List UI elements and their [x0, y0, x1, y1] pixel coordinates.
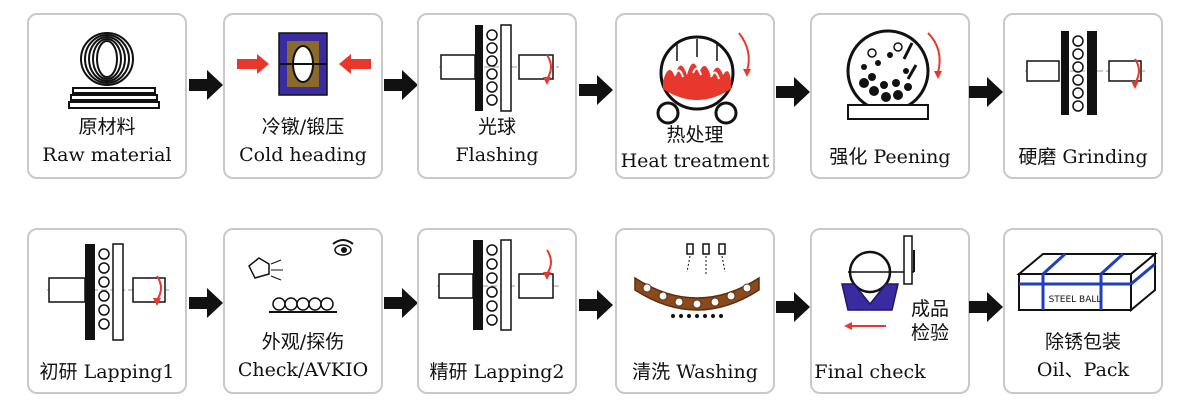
step-card-check-avkio: 外观/探伤 Check/AVKIO — [223, 228, 383, 394]
grinding-plates-icon — [1025, 31, 1145, 115]
step-label-zh: 热处理 — [666, 124, 724, 146]
step-label-en: Heat treatment — [620, 150, 770, 172]
arrow-right-icon — [776, 77, 810, 107]
step-label-zh: 除锈包装 — [1044, 331, 1121, 353]
step-label-zh: 初研 — [39, 361, 78, 383]
box-label: STEEL BALL — [1049, 295, 1102, 305]
step-card-peening: 强化 Peening — [810, 13, 970, 179]
final-check-note: 成品 检验 — [911, 297, 949, 345]
step-label-en: Oil、Pack — [1036, 359, 1130, 381]
step-label-en: Lapping1 — [83, 361, 175, 383]
step-card-grinding: 硬磨 Grinding — [1003, 13, 1163, 179]
step-card-oil-pack: STEEL BALL 除锈包装 Oil、Pack — [1003, 228, 1163, 394]
arrow-right-icon — [189, 70, 223, 100]
arrow-right-icon — [969, 292, 1003, 322]
lapping-plates-icon — [437, 239, 559, 331]
step-label-zh: 光球 — [477, 116, 516, 138]
arrow-right-icon — [384, 288, 418, 318]
step-label-en: Final check — [814, 361, 926, 383]
step-label-zh: 硬磨 — [1018, 146, 1057, 168]
inspection-camera-icon — [248, 239, 354, 313]
arrow-right-icon — [579, 290, 613, 320]
steel-ball-box-icon: STEEL BALL — [1016, 251, 1158, 313]
peening-drum-icon — [846, 29, 942, 120]
step-label-en: Check/AVKIO — [237, 359, 369, 381]
step-label-zh: 原材料 — [78, 116, 136, 138]
washing-conveyor-icon — [634, 243, 760, 318]
arrow-right-icon — [579, 75, 613, 105]
step-card-heat-treatment: 热处理 Heat treatment — [615, 13, 775, 179]
arrow-right-icon — [384, 70, 418, 100]
step-card-lapping2: 精研 Lapping2 — [417, 228, 577, 394]
gauge-check-icon — [841, 235, 915, 330]
final-check-note-line2: 检验 — [911, 322, 950, 344]
furnace-drum-icon — [656, 32, 751, 125]
step-card-lapping1: 初研 Lapping1 — [27, 228, 187, 394]
step-label-en: Grinding — [1062, 146, 1148, 168]
step-label-en: Lapping2 — [473, 361, 565, 383]
step-label-en: Washing — [676, 361, 758, 383]
arrow-right-icon — [969, 77, 1003, 107]
step-label-en: Raw material — [42, 144, 172, 166]
cold-heading-die-icon — [237, 32, 371, 96]
step-label-en: Flashing — [455, 144, 539, 166]
step-card-final-check: Final check — [810, 228, 970, 394]
arrow-right-icon — [189, 288, 223, 318]
step-label-zh: 冷镦/锻压 — [261, 116, 345, 138]
step-label-zh: 外观/探伤 — [261, 331, 345, 353]
step-label-zh: 清洗 — [632, 361, 671, 383]
step-card-washing: 清洗 Washing — [615, 228, 775, 394]
flashing-plates-icon — [439, 24, 559, 112]
lapping-plates-icon — [47, 243, 169, 341]
step-card-flashing: 光球 Flashing — [417, 13, 577, 179]
step-card-raw-material: 原材料 Raw material — [27, 13, 187, 179]
step-card-cold-heading: 冷镦/锻压 Cold heading — [223, 13, 383, 179]
step-label-en: Peening — [873, 146, 951, 168]
step-label-zh: 强化 — [829, 146, 868, 168]
step-label-en: Cold heading — [239, 144, 367, 166]
step-label-zh: 精研 — [429, 361, 468, 383]
wire-coil-icon — [68, 32, 160, 109]
final-check-note-line1: 成品 — [911, 298, 950, 320]
arrow-right-icon — [776, 292, 810, 322]
